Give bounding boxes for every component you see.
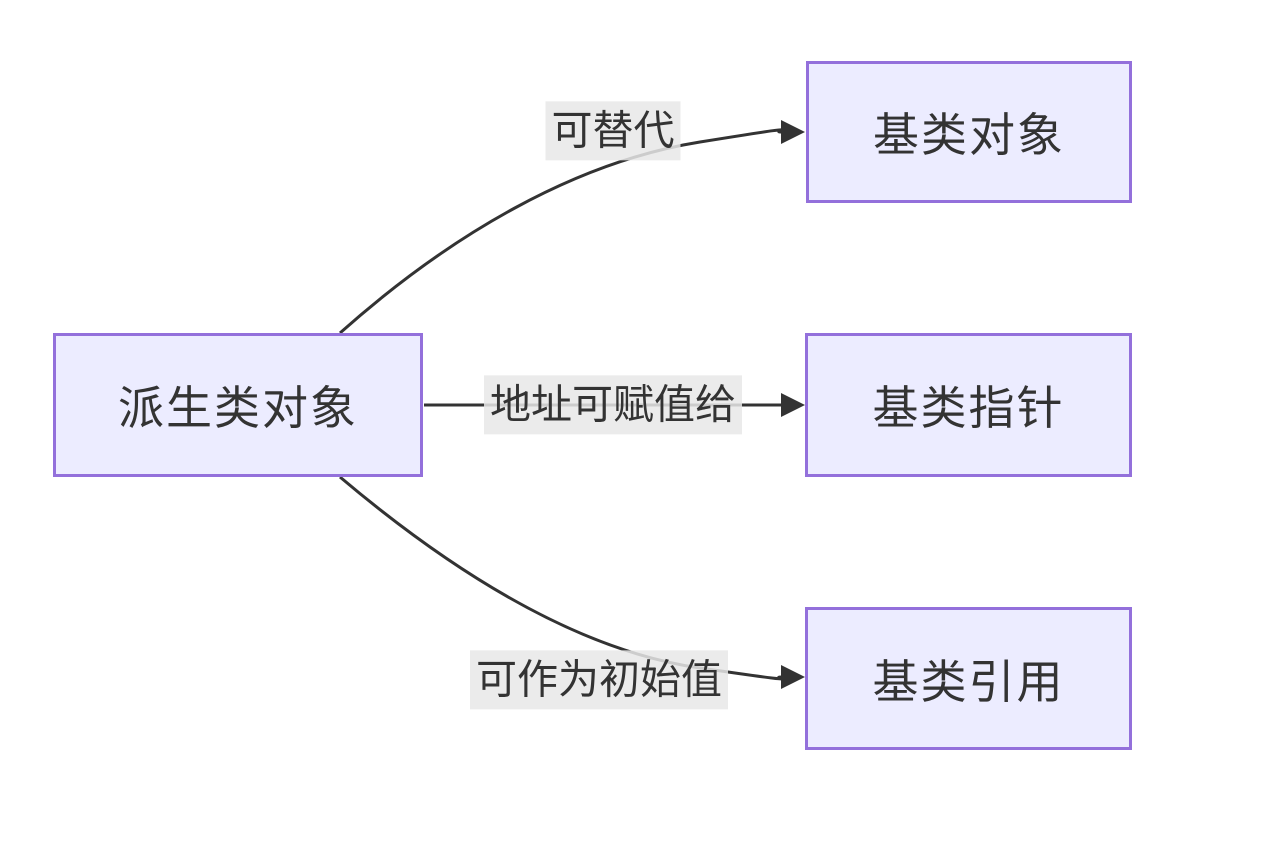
arrowhead-icon <box>781 393 805 417</box>
node-derived-class-object: 派生类对象 <box>53 333 423 477</box>
node-base-class-pointer: 基类指针 <box>805 333 1132 477</box>
edge-label-initial-value: 可作为初始值 <box>470 650 728 710</box>
arrowhead-icon <box>781 665 805 689</box>
node-label: 基类引用 <box>872 655 1065 708</box>
arrowhead-icon <box>781 120 805 144</box>
node-base-class-object: 基类对象 <box>806 61 1132 203</box>
node-label: 基类指针 <box>872 382 1065 434</box>
node-label: 派生类对象 <box>118 382 358 434</box>
edge-label-address-assignable: 地址可赋值给 <box>484 375 742 435</box>
node-label: 基类对象 <box>873 109 1065 161</box>
edge-label-substitutable: 可替代 <box>545 101 681 161</box>
edge-derived-to-base-reference <box>339 475 785 681</box>
node-base-class-reference: 基类引用 <box>805 607 1132 750</box>
